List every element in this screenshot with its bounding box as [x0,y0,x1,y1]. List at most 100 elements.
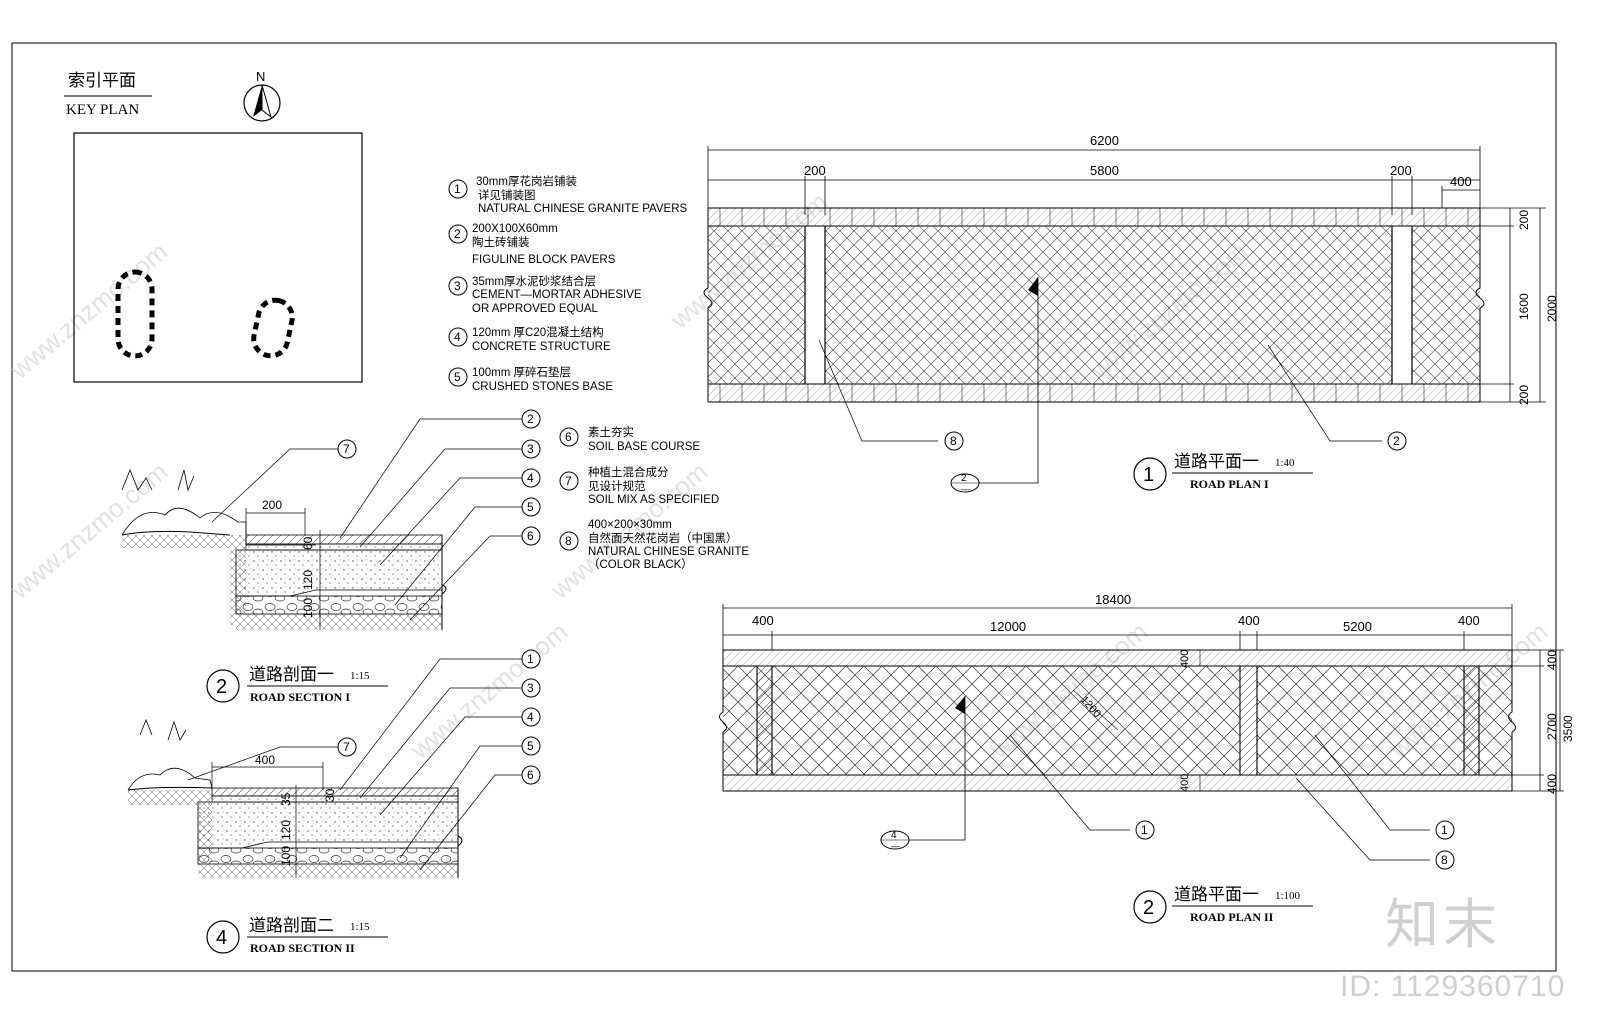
svg-text:120: 120 [301,570,315,590]
svg-text:NATURAL CHINESE GRANITE PAVERS: NATURAL CHINESE GRANITE PAVERS [478,203,687,215]
svg-text:见设计规范: 见设计规范 [588,479,646,493]
svg-text:400: 400 [752,613,774,628]
svg-text:7: 7 [343,740,350,754]
svg-text:1:100: 1:100 [1275,890,1301,902]
svg-text:1: 1 [527,652,534,666]
sheet-border [11,42,1557,972]
svg-text:35: 35 [279,792,293,806]
key-plan-frame [73,132,363,383]
svg-text:200: 200 [804,163,826,178]
plan1-brick-joints [719,208,1469,402]
svg-text:30mm厚花岗岩铺装: 30mm厚花岗岩铺装 [476,174,577,188]
svg-text:详见铺装图: 详见铺装图 [478,188,536,202]
svg-text:ROAD PLAN II: ROAD PLAN II [1190,910,1274,924]
north-arrow-icon: N [243,69,281,122]
svg-text:4: 4 [891,830,897,841]
brand-watermark: 知末 [1385,893,1501,956]
svg-text:400: 400 [1179,774,1191,792]
svg-text:2700: 2700 [1545,713,1559,740]
svg-text:CEMENT—MORTAR ADHESIVE: CEMENT—MORTAR ADHESIVE [472,289,642,301]
svg-text:3: 3 [527,442,534,456]
legend-item-8: 8 400×200×30mm 自然面天然花岗岩（中国黑） NATURAL CHI… [559,519,749,571]
plan1-center-field [825,226,1392,384]
legend-item-3: 3 35mm厚水泥砂浆结合层 CEMENT—MORTAR ADHESIVE OR… [448,274,642,315]
north-label: N [256,69,265,84]
svg-text:4: 4 [527,710,534,724]
svg-text:18400: 18400 [1095,592,1131,607]
svg-text:FIGULINE BLOCK PAVERS: FIGULINE BLOCK PAVERS [472,254,616,266]
svg-text:ROAD PLAN I: ROAD PLAN I [1190,477,1269,491]
svg-text:2: 2 [216,676,227,698]
key-plan: 索引平面 KEY PLAN N [64,69,363,383]
svg-text:3: 3 [454,279,461,293]
svg-text:1600: 1600 [1517,293,1531,320]
road-plan-2: 18400 400 12000 400 5200 400 [719,592,1575,924]
svg-text:OR APPROVED EQUAL: OR APPROVED EQUAL [472,303,599,315]
legend-item-4: 4 120mm 厚C20混凝土结构 CONCRETE STRUCTURE [448,325,611,353]
svg-text:8: 8 [1441,853,1448,867]
svg-text:12000: 12000 [990,619,1026,634]
svg-text:2: 2 [961,473,967,484]
legend-item-6: 6 素土夯实 SOIL BASE COURSE [559,425,700,453]
svg-text:120: 120 [279,820,293,840]
svg-text:5800: 5800 [1090,163,1119,178]
svg-text:200: 200 [1390,163,1412,178]
svg-text:120mm 厚C20混凝土结构: 120mm 厚C20混凝土结构 [472,325,604,339]
road-section-2: 400 30 35 120 100 1 7 3 4 5 6 4 道路剖面二 1:… [127,649,541,955]
legend-item-1: 1 30mm厚花岗岩铺装 详见铺装图 NATURAL CHINESE GRANI… [448,174,687,215]
svg-text:6: 6 [527,529,534,543]
svg-text:5: 5 [527,500,534,514]
svg-text:8: 8 [565,534,572,548]
svg-text:—: — [961,484,970,494]
svg-text:3: 3 [527,681,534,695]
key-plan-marker-a [115,269,155,359]
svg-text:200: 200 [1517,210,1531,230]
watermark-text: www.znzmo.com [4,456,173,605]
svg-text:ROAD SECTION I: ROAD SECTION I [250,690,350,704]
svg-text:1:15: 1:15 [350,670,370,682]
svg-text:400×200×30mm: 400×200×30mm [588,519,672,531]
svg-text:1: 1 [1441,823,1448,837]
svg-text:7: 7 [343,442,350,456]
svg-text:陶土砖铺装: 陶土砖铺装 [472,235,530,249]
svg-text:2: 2 [1143,897,1154,919]
legend-item-5: 5 100mm 厚碎石垫层 CRUSHED STONES BASE [448,365,613,393]
svg-text:7: 7 [565,474,572,488]
svg-text:5200: 5200 [1343,619,1372,634]
svg-text:2000: 2000 [1545,295,1559,322]
svg-text:400: 400 [1545,774,1559,794]
svg-text:100: 100 [301,598,315,618]
legend-item-7: 7 种植土混合成分 见设计规范 SOIL MIX AS SPECIFIED [559,465,719,506]
svg-text:2: 2 [454,227,461,241]
svg-text:5: 5 [454,370,461,384]
svg-text:NATURAL CHINESE GRANITE: NATURAL CHINESE GRANITE [588,546,749,558]
svg-text:200: 200 [1517,385,1531,405]
svg-text:30: 30 [323,788,337,802]
svg-text:2: 2 [1393,434,1400,448]
road-section-1: 200 60 120 100 7 2 3 4 5 6 2 道路剖面一 1:15 [121,409,541,704]
svg-text:CRUSHED STONES BASE: CRUSHED STONES BASE [472,381,613,393]
svg-text:CONCRETE STRUCTURE: CONCRETE STRUCTURE [472,341,611,353]
svg-text:8: 8 [950,434,957,448]
legend-item-2: 2 200X100X60mm 陶土砖铺装 FIGULINE BLOCK PAVE… [448,223,616,266]
svg-text:100mm 厚碎石垫层: 100mm 厚碎石垫层 [472,365,571,379]
svg-text:1: 1 [454,182,461,196]
svg-text:（COLOR BLACK）: （COLOR BLACK） [588,558,693,571]
svg-text:3500: 3500 [1561,715,1575,742]
svg-text:SOIL MIX AS SPECIFIED: SOIL MIX AS SPECIFIED [588,494,719,506]
svg-text:400: 400 [1458,613,1480,628]
key-plan-marker-b [251,297,295,359]
svg-text:100: 100 [279,846,293,866]
plan1-edge-right [1412,226,1480,384]
svg-text:4: 4 [454,330,461,344]
svg-text:—: — [891,841,900,851]
svg-text:1: 1 [1143,464,1154,486]
plan2-field-a [772,666,1240,775]
watermark-text: www.znzmo.com [404,616,573,765]
svg-text:道路剖面一: 道路剖面一 [249,665,334,684]
svg-text:400: 400 [255,753,275,767]
svg-text:6: 6 [527,768,534,782]
svg-text:60: 60 [301,536,315,550]
svg-text:道路剖面二: 道路剖面二 [249,916,334,935]
